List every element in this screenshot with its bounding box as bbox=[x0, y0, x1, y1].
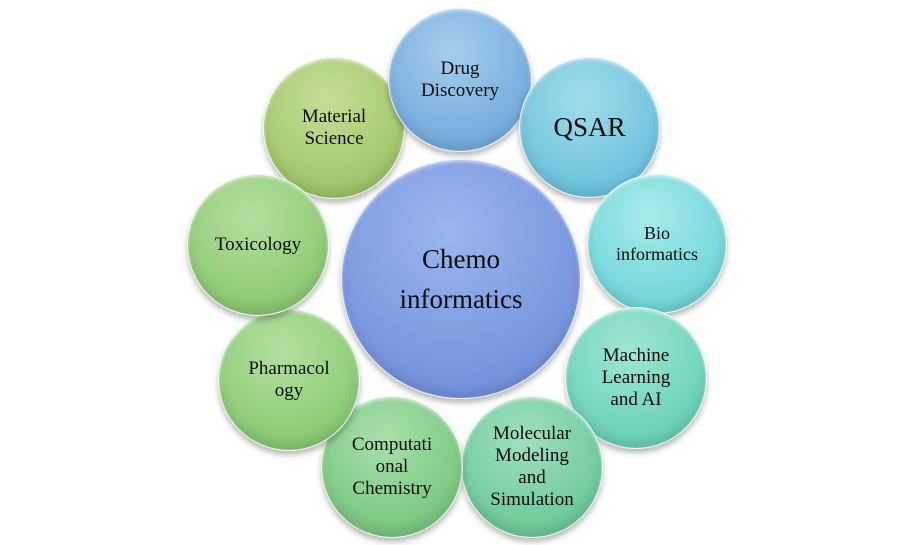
node-label-material-science: Material Science bbox=[301, 106, 367, 149]
node-label-qsar: QSAR bbox=[553, 111, 626, 142]
node-toxicology: Toxicology bbox=[187, 174, 329, 316]
center-label: Chemo informatics bbox=[399, 243, 523, 315]
node-material-science: Material Science bbox=[263, 57, 405, 199]
node-computational-chemistry: Computati onal Chemistry bbox=[321, 396, 463, 538]
node-label-bioinformatics: Bio informatics bbox=[616, 223, 698, 264]
node-pharmacology: Pharmacol ogy bbox=[218, 309, 360, 451]
node-label-toxicology: Toxicology bbox=[214, 234, 302, 256]
node-label-pharmacology: Pharmacol ogy bbox=[248, 358, 330, 401]
center-node-chemoinformatics: Chemo informatics bbox=[341, 159, 581, 399]
node-label-computational-chemistry: Computati onal Chemistry bbox=[351, 434, 433, 499]
node-label-drug-discovery: Drug Discovery bbox=[420, 58, 500, 101]
node-bioinformatics: Bio informatics bbox=[587, 174, 727, 314]
node-label-machine-learning-ai: Machine Learning and AI bbox=[601, 345, 671, 410]
node-drug-discovery: Drug Discovery bbox=[388, 8, 532, 152]
node-molecular-modeling: Molecular Modeling and Simulation bbox=[461, 396, 603, 538]
node-qsar: QSAR bbox=[519, 57, 660, 198]
node-machine-learning-ai: Machine Learning and AI bbox=[565, 307, 707, 449]
node-label-molecular-modeling: Molecular Modeling and Simulation bbox=[490, 423, 574, 510]
